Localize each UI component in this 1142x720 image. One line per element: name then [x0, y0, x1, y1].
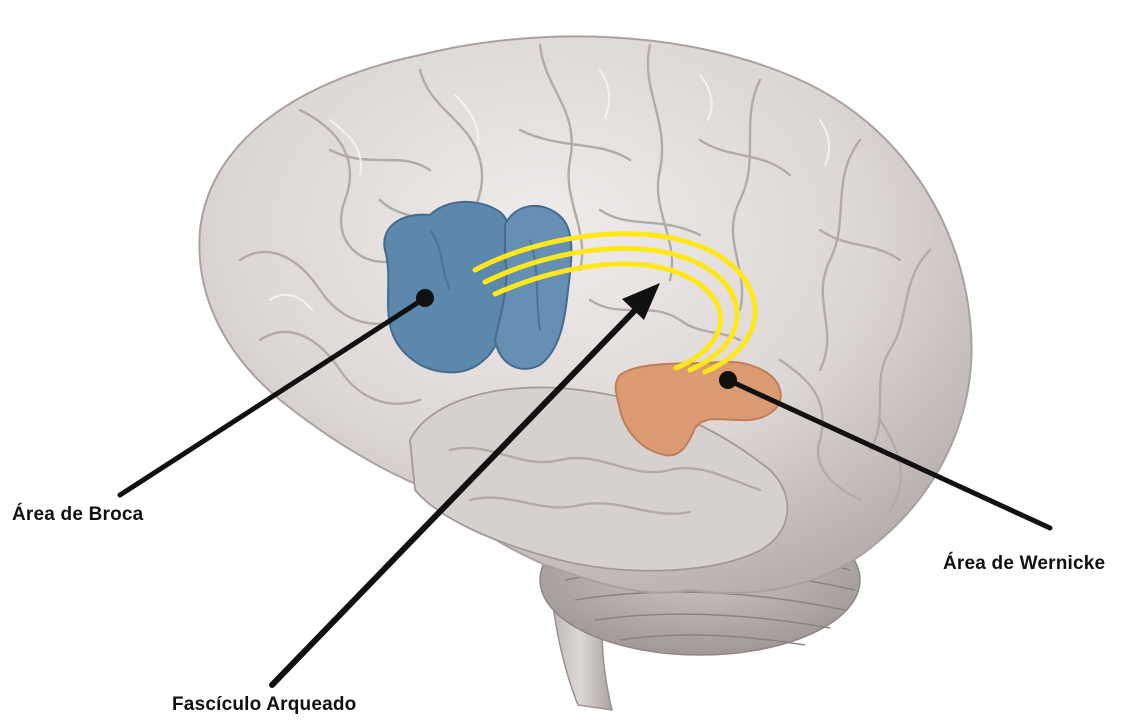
broca-marker-dot — [416, 289, 434, 307]
wernicke-label: Área de Wernicke — [943, 553, 1105, 575]
broca-label: Área de Broca — [12, 504, 143, 526]
wernicke-marker-dot — [719, 371, 737, 389]
fasciculo-label: Fascículo Arqueado — [172, 694, 357, 716]
broca-area — [384, 202, 571, 373]
